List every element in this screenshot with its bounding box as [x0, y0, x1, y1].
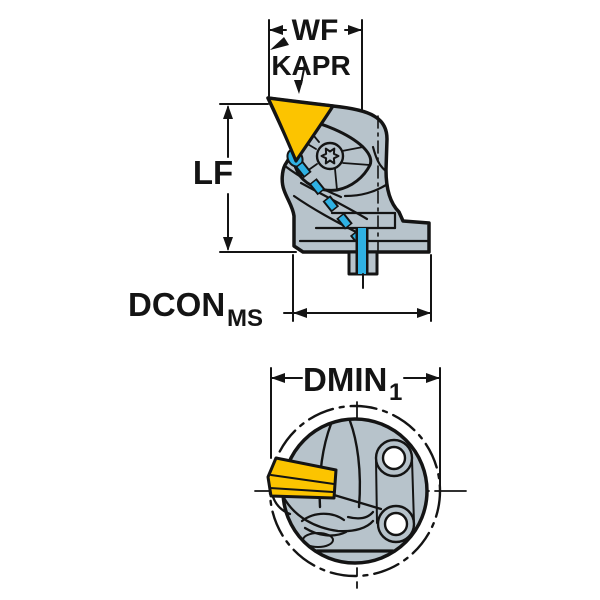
insert-pocket-detail-lines [271, 493, 383, 548]
dcon-dimension [283, 254, 432, 322]
dcon-subscript: MS [227, 305, 263, 332]
cutting-insert-front [266, 456, 338, 500]
coolant-channel-vertical [355, 228, 369, 274]
lf-extension-lines [219, 103, 297, 253]
kapr-label: KAPR [271, 50, 350, 81]
kapr-annotation [270, 37, 306, 94]
lf-arrows [223, 105, 233, 251]
lf-label: LF [193, 154, 233, 191]
coolant-channel-dashed [295, 160, 362, 242]
drawing-root: WF KAPR LF DCON MS DMIN 1 [128, 14, 467, 589]
side-view [266, 96, 431, 289]
dmin-arrows [271, 373, 440, 383]
dcon-arrows [293, 308, 431, 318]
wf-arrows [269, 25, 362, 35]
dmin-extension-lines [270, 367, 441, 493]
coolant-hole-lower [376, 504, 416, 544]
front-view [254, 401, 467, 589]
wf-dimension [268, 19, 363, 111]
wf-extension-lines [268, 19, 363, 111]
torx-screw-icon [315, 141, 345, 171]
coolant-hole-slot-lines [375, 458, 415, 524]
cutting-insert-side [266, 96, 335, 163]
dmin-label: DMIN [303, 361, 387, 398]
kapr-arrows [270, 37, 303, 94]
dmin-dimension [270, 367, 441, 493]
coolant-hole-upper [374, 438, 414, 478]
dmin-subscript: 1 [389, 379, 402, 406]
lf-dimension [219, 103, 297, 253]
dcon-extension-lines [292, 254, 432, 322]
dcon-label: DCON [128, 286, 225, 323]
dimension-labels: WF KAPR LF DCON MS DMIN 1 [128, 14, 402, 406]
wf-label: WF [292, 14, 339, 47]
